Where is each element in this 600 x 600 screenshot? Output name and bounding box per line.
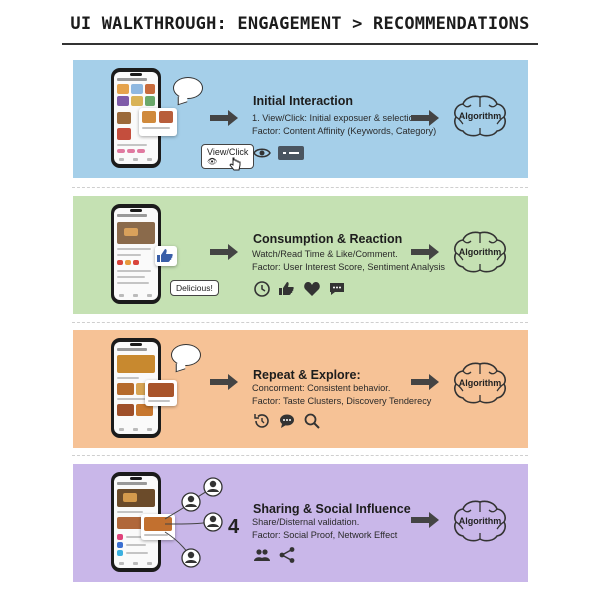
tag-label: View/Click: [207, 147, 249, 157]
stage-description: Concorment: Consistent behavior.: [252, 383, 391, 393]
eye-icon: [253, 148, 271, 158]
signal-icons: [253, 546, 296, 564]
stage-initial-interaction: View/Click 👁 Initial Interaction 1. View…: [73, 60, 528, 178]
recipe-card: [141, 514, 175, 540]
comment-tag: Delicious!: [170, 280, 219, 296]
user-avatar-icon: [181, 492, 201, 512]
signal-icons: [253, 280, 346, 298]
comment-icon: [330, 283, 344, 295]
group-icon: [254, 549, 270, 561]
stage-heading: Consumption & Reaction: [253, 232, 403, 246]
food-card: [139, 108, 177, 136]
brain-icon: [454, 95, 506, 137]
stage-divider: [72, 187, 528, 188]
arrow-right-icon: [210, 110, 238, 126]
stage-factor: Factor: Taste Clusters, Discovery Tender…: [252, 396, 432, 406]
thumbs-up-icon: [279, 282, 294, 295]
social-network-graph: [164, 477, 223, 568]
algorithm-label: Algorithm: [458, 516, 502, 526]
heart-icon: [304, 282, 320, 296]
stage-sharing-social: 4 Sharing & Social Influence Share/Diste…: [73, 464, 528, 582]
user-avatar-icon: [181, 548, 201, 568]
phone-mockup: [111, 204, 161, 304]
user-avatar-icon: [203, 512, 223, 532]
arrow-right-icon: [411, 110, 439, 126]
share-icon: [279, 547, 295, 563]
title-divider: [62, 43, 538, 45]
stage-description: Share/Disternal validation.: [252, 517, 360, 527]
stage-number: 4: [228, 516, 240, 538]
signal-icons: [253, 144, 304, 162]
algorithm-label: Algorithm: [458, 378, 502, 388]
recipe-card: [145, 380, 177, 406]
comment-icon: [280, 414, 294, 428]
stage-heading: Repeat & Explore:: [253, 368, 361, 382]
arrow-right-icon: [411, 512, 439, 528]
signal-icons: [253, 412, 321, 430]
stage-factor: Factor: User Interest Score, Sentiment A…: [252, 262, 446, 272]
phone-mockup: [111, 338, 161, 438]
stage-divider: [72, 322, 528, 323]
brain-icon: [454, 500, 506, 542]
history-icon: [254, 414, 269, 428]
stage-factor: Factor: Social Proof, Network Effect: [252, 530, 398, 540]
arrow-right-icon: [210, 244, 238, 260]
thumbs-up-icon: [157, 249, 173, 262]
stage-divider: [72, 455, 528, 456]
stage-consumption-reaction: Delicious! Consumption & Reaction Watch/…: [73, 196, 528, 314]
slider-icon: [278, 146, 304, 160]
stage-description: 1. View/Click: Initial exposuer & select…: [252, 113, 422, 123]
algorithm-label: Algorithm: [458, 247, 502, 257]
speech-bubble: [173, 77, 203, 99]
stage-description: Watch/Read Time & Like/Comment.: [252, 249, 398, 259]
stage-factor: Factor: Content Affinity (Keywords, Cate…: [252, 126, 437, 136]
algorithm-label: Algorithm: [458, 111, 502, 121]
arrow-right-icon: [210, 374, 238, 390]
search-icon: [304, 413, 320, 429]
arrow-right-icon: [411, 374, 439, 390]
user-avatar-icon: [203, 477, 223, 497]
stage-heading: Initial Interaction: [253, 94, 354, 108]
brain-icon: [454, 231, 506, 273]
speech-bubble: [171, 344, 201, 366]
eye-icon: 👁: [207, 157, 218, 166]
page-title: UI WALKTHROUGH: ENGAGEMENT > RECOMMENDAT…: [70, 14, 530, 34]
stage-heading: Sharing & Social Influence: [253, 502, 411, 516]
like-reaction-card: [155, 246, 177, 266]
view-click-tag: View/Click 👁: [201, 144, 255, 169]
arrow-right-icon: [411, 244, 439, 260]
clock-icon: [254, 281, 270, 297]
stage-repeat-explore: Repeat & Explore: Concorment: Consistent…: [73, 330, 528, 448]
brain-icon: [454, 362, 506, 404]
cursor-hand-icon: [229, 157, 241, 171]
